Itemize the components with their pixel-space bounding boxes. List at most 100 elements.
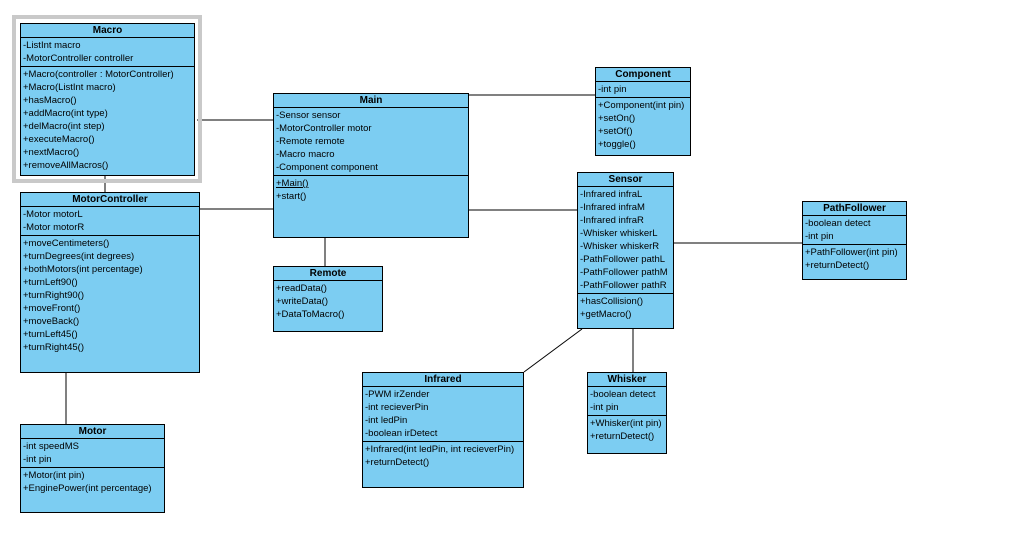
attribute: -Macro macro (276, 149, 335, 160)
attribute: -boolean detect (590, 389, 656, 400)
method: +Motor(int pin) (23, 470, 85, 481)
class-main[interactable]: Main -Sensor sensor -MotorController motor… (273, 93, 469, 238)
method: +toggle() (598, 139, 636, 150)
attribute: -PathFollower pathM (580, 267, 668, 278)
attribute: -PathFollower pathL (580, 254, 666, 265)
method: +PathFollower(int pin) (805, 247, 898, 258)
class-infrared[interactable]: Infrared-PWM irZender-int recieverPin-in… (362, 372, 524, 488)
method: +returnDetect() (590, 431, 655, 442)
class-motorcontroller[interactable]: MotorController-Motor motorL-Motor motor… (20, 192, 200, 373)
class-attributes-pathfollower: -boolean detect-int pin (803, 216, 906, 245)
class-title-motorcontroller: MotorController (21, 193, 199, 207)
attribute: -int speedMS (23, 441, 79, 452)
method: +moveFront() (23, 303, 81, 314)
method: +EnginePower(int percentage) (23, 483, 152, 494)
attribute: -PathFollower pathR (580, 280, 667, 291)
class-motor[interactable]: Motor -int speedMS -int pin +Motor(int pin)… (20, 424, 165, 513)
class-methods-pathfollower: +PathFollower(int pin) +returnDetect() (803, 245, 906, 279)
method: +setOn() (598, 113, 636, 124)
class-title-sensor: Sensor (578, 173, 673, 187)
attribute: -Infrared infraR (580, 215, 644, 226)
class-methods-infrared: +Infrared(int ledPin, int recieverPin) +r… (363, 442, 523, 487)
attribute: -Whisker whiskerL (580, 228, 658, 239)
attribute: -Remote remote (276, 136, 345, 147)
class-component[interactable]: Component-int pin+Component(int pin)+set… (595, 67, 691, 156)
method: +turnLeft45() (23, 329, 78, 340)
class-macro[interactable]: Macro -ListInt macro -MotorController cont… (20, 23, 195, 176)
connector-sensor-infrared (523, 328, 583, 373)
class-remote[interactable]: Remote +readData() +writeData() +DataToMacr… (273, 266, 383, 332)
class-attributes-whisker: -boolean detect -int pin (588, 387, 666, 416)
class-whisker[interactable]: Whisker -boolean detect -int pin +Whisker(i… (587, 372, 667, 454)
class-methods-motorcontroller: +moveCentimeters() +turnDegrees(int degre… (21, 236, 199, 372)
method: +nextMacro() (23, 147, 80, 158)
attribute: -int pin (23, 454, 52, 465)
method: +executeMacro() (23, 134, 95, 145)
class-title-component: Component (596, 68, 690, 82)
class-attributes-main: -Sensor sensor -MotorController motor -Rem… (274, 108, 468, 176)
attribute: -Motor motorL (23, 209, 83, 220)
method: +hasCollision() (580, 296, 644, 307)
method: +getMacro() (580, 309, 632, 320)
attribute: -int ledPin (365, 415, 408, 426)
class-methods-motor: +Motor(int pin) +EnginePower(int percenta… (21, 468, 164, 512)
method: +turnDegrees(int degrees) (23, 251, 135, 262)
attribute: -MotorController motor (276, 123, 372, 134)
attribute: -ListInt macro (23, 40, 81, 51)
selection-frame-macro (12, 15, 202, 183)
class-title-main: Main (274, 94, 468, 108)
attribute: -Sensor sensor (276, 110, 341, 121)
method: +moveCentimeters() (23, 238, 110, 249)
class-sensor[interactable]: Sensor-Infrared infraL-Infrared infraM-I… (577, 172, 674, 329)
method: +returnDetect() (365, 457, 430, 468)
class-title-whisker: Whisker (588, 373, 666, 387)
method: +writeData() (276, 296, 328, 307)
method: +start() (276, 191, 307, 202)
class-attributes-component: -int pin (596, 82, 690, 98)
class-attributes-sensor: -Infrared infraL -Infrared infraM -Infrare… (578, 187, 673, 294)
attribute: -Infrared infraM (580, 202, 645, 213)
class-methods-main: +Main() +start() (274, 176, 468, 237)
method: +Macro(ListInt macro) (23, 82, 116, 93)
method: +DataToMacro() (276, 309, 345, 320)
class-title-macro: Macro (21, 24, 194, 38)
class-methods-remote: +readData() +writeData() +DataToMacro() (274, 281, 382, 331)
class-title-remote: Remote (274, 267, 382, 281)
class-attributes-infrared: -PWM irZender -int recieverPin -int ledPin… (363, 387, 523, 442)
method: +moveBack() (23, 316, 80, 327)
class-attributes-motor: -int speedMS -int pin (21, 439, 164, 468)
method: +turnLeft90() (23, 277, 78, 288)
method: +addMacro(int type) (23, 108, 108, 119)
attribute: -Whisker whiskerR (580, 241, 660, 252)
attribute: -boolean detect (805, 218, 871, 229)
method: +hasMacro() (23, 95, 77, 106)
class-methods-whisker: +Whisker(int pin) +returnDetect() (588, 416, 666, 453)
method: +setOf() (598, 126, 633, 137)
class-title-motor: Motor (21, 425, 164, 439)
attribute: -Infrared infraL (580, 189, 643, 200)
attribute: -MotorController controller (23, 53, 134, 64)
method: +delMacro(int step) (23, 121, 105, 132)
class-methods-macro: +Macro(controller : MotorController)+Mac… (21, 67, 194, 175)
method: +Infrared(int ledPin, int recieverPin) (365, 444, 515, 455)
attribute: -int recieverPin (365, 402, 429, 413)
method: +Whisker(int pin) (590, 418, 662, 429)
class-pathfollower[interactable]: PathFollower-boolean detect-int pin+Path… (802, 201, 907, 280)
class-methods-sensor: +hasCollision() +getMacro() (578, 294, 673, 328)
method: +returnDetect() (805, 260, 870, 271)
method: +removeAllMacros() (23, 160, 109, 171)
method: +readData() (276, 283, 327, 294)
class-methods-component: +Component(int pin)+setOn()+setOf()+togg… (596, 98, 690, 155)
attribute: -int pin (598, 84, 627, 95)
method: +turnRight45() (23, 342, 84, 353)
attribute: -PWM irZender (365, 389, 430, 400)
class-attributes-motorcontroller: -Motor motorL -Motor motorR (21, 207, 199, 236)
class-attributes-macro: -ListInt macro -MotorController controlle… (21, 38, 194, 67)
attribute: -Motor motorR (23, 222, 85, 233)
method: +Main() (276, 178, 309, 189)
attribute: -boolean irDetect (365, 428, 438, 439)
attribute: -int pin (590, 402, 619, 413)
class-title-pathfollower: PathFollower (803, 202, 906, 216)
attribute: -Component component (276, 162, 378, 173)
